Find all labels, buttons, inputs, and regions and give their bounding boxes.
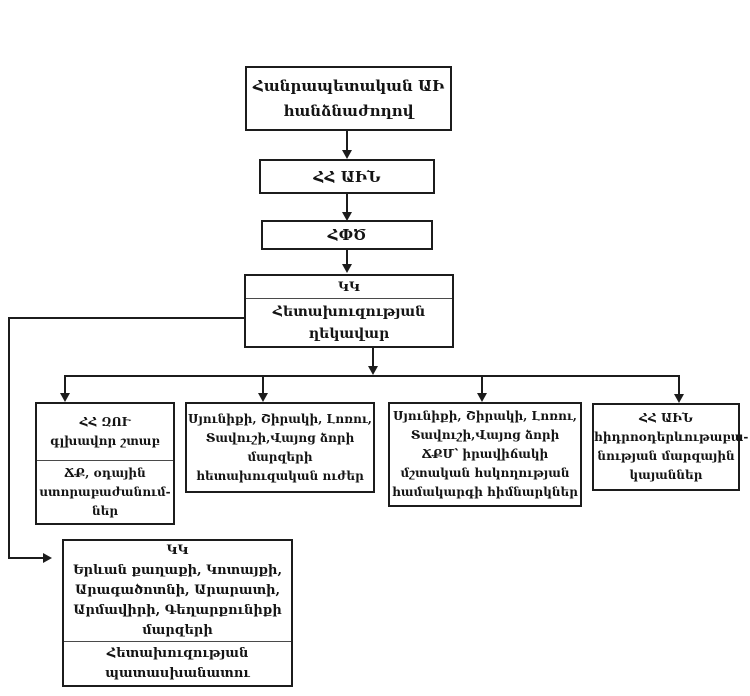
arrowhead-down-icon — [342, 150, 352, 159]
arrowhead-down-icon — [258, 393, 268, 402]
connector-kk-to-bus — [372, 348, 374, 368]
node-rescue-service: ՀՓԾ — [261, 220, 433, 250]
arrowhead-down-icon — [342, 264, 352, 273]
node-regional-recon-forces: Սյունիքի, Շիրակի, Լոռու,Տավուշի,Վայոց ձո… — [185, 402, 375, 493]
node-label: Սյունիքի, Շիրակի, Լոռու,Տավուշի,Վայոց ձո… — [392, 409, 578, 499]
connector-distribution-bus — [64, 375, 680, 377]
connector-bus-to-general-staff — [64, 375, 66, 394]
connector-bus-to-monitoring — [481, 377, 483, 394]
connector-bus-to-recon-forces — [262, 377, 264, 394]
connector-commission-to-ain — [346, 131, 348, 152]
connector-ain-to-hpts — [346, 194, 348, 214]
node-monitoring-institutions: Սյունիքի, Շիրակի, Լոռու,Տավուշի,Վայոց ձո… — [388, 402, 582, 507]
arrowhead-down-icon — [60, 393, 70, 402]
arrowhead-down-icon — [342, 212, 352, 221]
arrowhead-down-icon — [477, 393, 487, 402]
connector-hpts-to-kk — [346, 250, 348, 265]
connector-bus-to-hydromet — [678, 377, 680, 395]
node-label: ՀՀ ԱԻՆ — [313, 167, 381, 186]
arrowhead-down-icon — [368, 366, 378, 375]
connector-to-regional-kk — [8, 557, 44, 559]
node-label: ՀՓԾ — [327, 226, 367, 244]
arrowhead-down-icon — [674, 394, 684, 403]
connector-kk-left-vertical — [8, 317, 10, 559]
node-label: Սյունիքի, Շիրակի, Լոռու,Տավուշի,Վայոց ձո… — [188, 411, 372, 483]
connector-kk-left-horizontal — [8, 317, 244, 319]
node-header: ԿԿ — [246, 276, 452, 299]
node-mes-ministry: ՀՀ ԱԻՆ — [259, 159, 435, 194]
arrowhead-right-icon — [43, 553, 52, 563]
